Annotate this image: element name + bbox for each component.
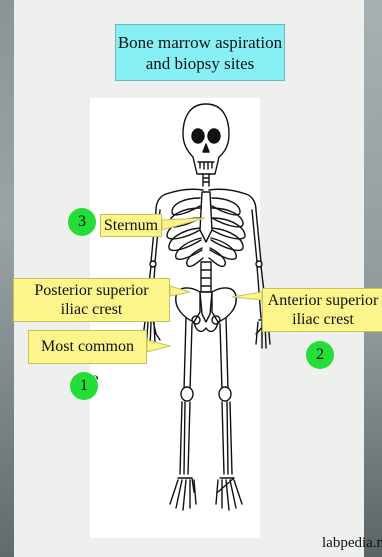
anterior-superior-iliac-crest-callout: Anterior superior iliac crest — [262, 288, 382, 332]
sternum-bone — [200, 192, 212, 242]
sacrum — [200, 292, 212, 322]
anterior-line-2: iliac crest — [263, 310, 382, 329]
foot-right — [216, 478, 242, 510]
shoulder-right — [246, 194, 256, 210]
cervical-spine — [203, 174, 209, 186]
source-credit: labpedia.net — [322, 535, 382, 552]
pelvis-ilium-right — [212, 288, 236, 322]
tibia-right — [222, 402, 232, 474]
posterior-line-1: Posterior superior — [14, 281, 169, 300]
tibia-left — [180, 402, 190, 474]
posterior-line-2: iliac crest — [14, 300, 169, 319]
most-common-site-callout: Most common site — [28, 330, 147, 364]
patella-right — [219, 387, 231, 401]
femur-left — [184, 318, 192, 390]
femur-right — [220, 318, 228, 390]
patella-left — [181, 387, 193, 401]
skull — [183, 104, 229, 174]
eye-socket-left — [192, 129, 204, 143]
most-common-pointer — [147, 340, 170, 352]
eye-socket-right — [208, 129, 220, 143]
posterior-superior-iliac-crest-callout: Posterior superior iliac crest — [13, 278, 170, 322]
clavicle-left — [166, 189, 203, 194]
anterior-line-1: Anterior superior — [263, 291, 382, 310]
shoulder-left — [156, 194, 166, 210]
number-1-badge: 1 — [70, 372, 98, 400]
number-2-badge: 2 — [306, 341, 334, 369]
foot-left — [170, 478, 196, 510]
clavicle-right — [209, 189, 246, 194]
lumbar-spine — [201, 262, 211, 292]
number-3-badge: 3 — [68, 208, 96, 236]
sternum-callout: Sternum — [100, 214, 162, 237]
